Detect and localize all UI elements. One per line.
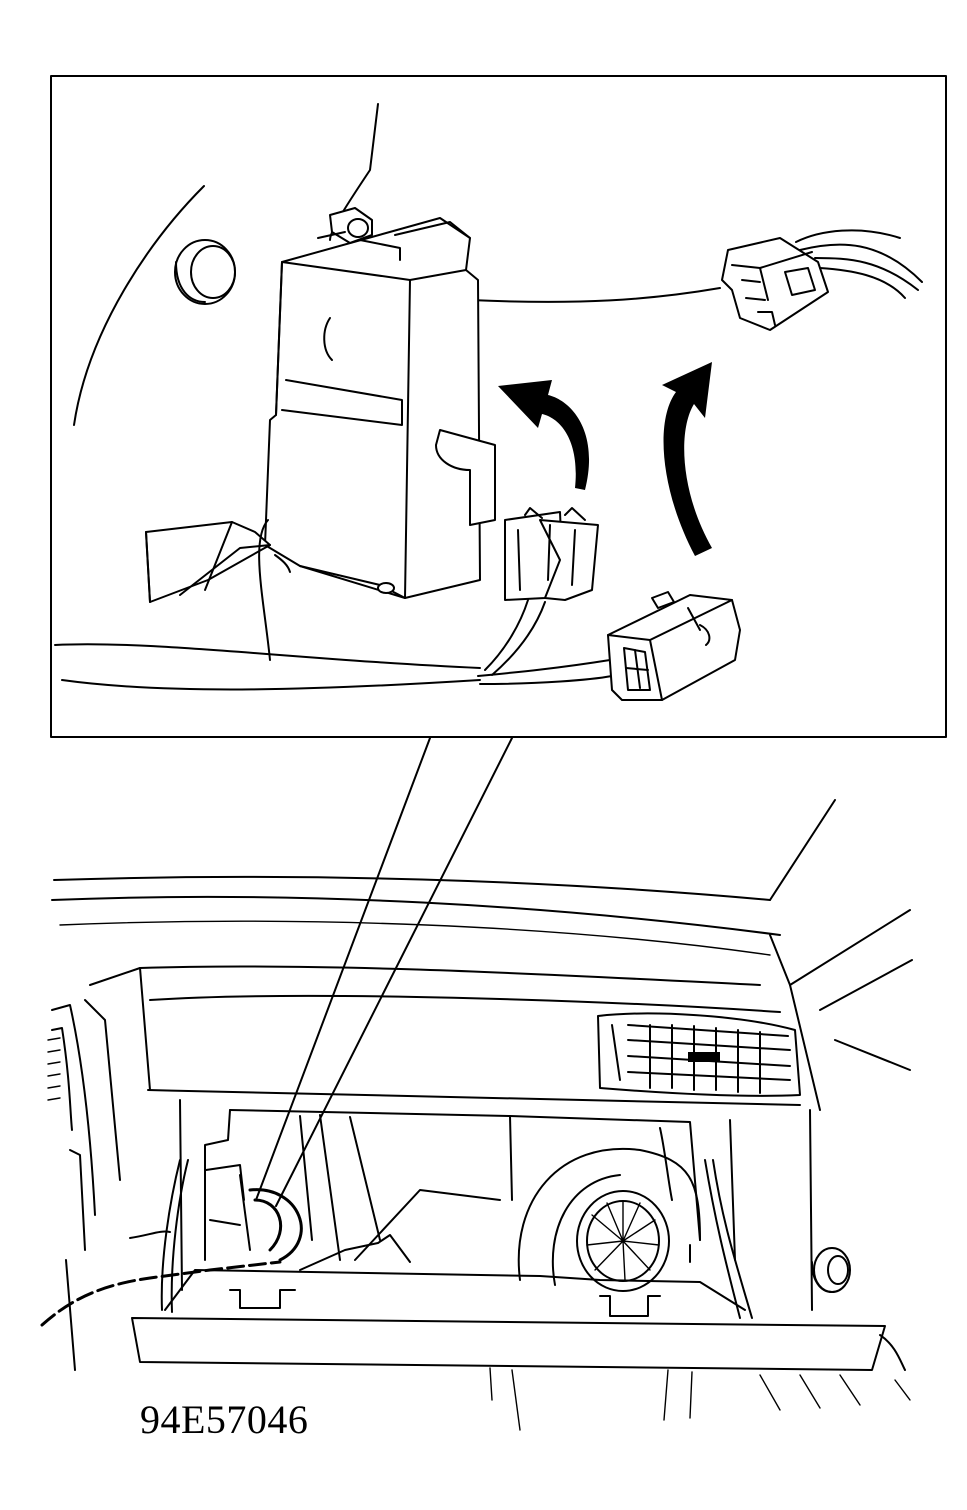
curved-arrow-up-left-icon [498,380,590,490]
relay-connector-left [485,508,598,675]
disconnected-connector [722,230,922,330]
grommet [175,240,235,304]
blower-fan [519,1149,700,1291]
air-vent [598,1014,800,1096]
glove-box-opening [180,1100,812,1310]
dash-grommet-right [812,1248,905,1370]
wiring-harness [55,520,612,689]
instrument-cluster [48,1000,120,1370]
callout-leader [256,738,512,1206]
curved-arrow-up-icon [662,362,712,556]
inset-frame [51,76,946,737]
mounting-bracket [146,522,270,602]
bracket-wire-line [470,288,720,302]
panel-curve [74,186,204,425]
relay-location [206,1165,301,1260]
dashboard-view [42,800,912,1430]
relay-module [265,208,495,598]
glove-box-door [132,1160,885,1370]
relay-connector-right [608,592,740,700]
figure-id-label: 94E57046 [140,1397,309,1442]
detail-inset [51,76,946,737]
dash-harness [42,1262,280,1325]
